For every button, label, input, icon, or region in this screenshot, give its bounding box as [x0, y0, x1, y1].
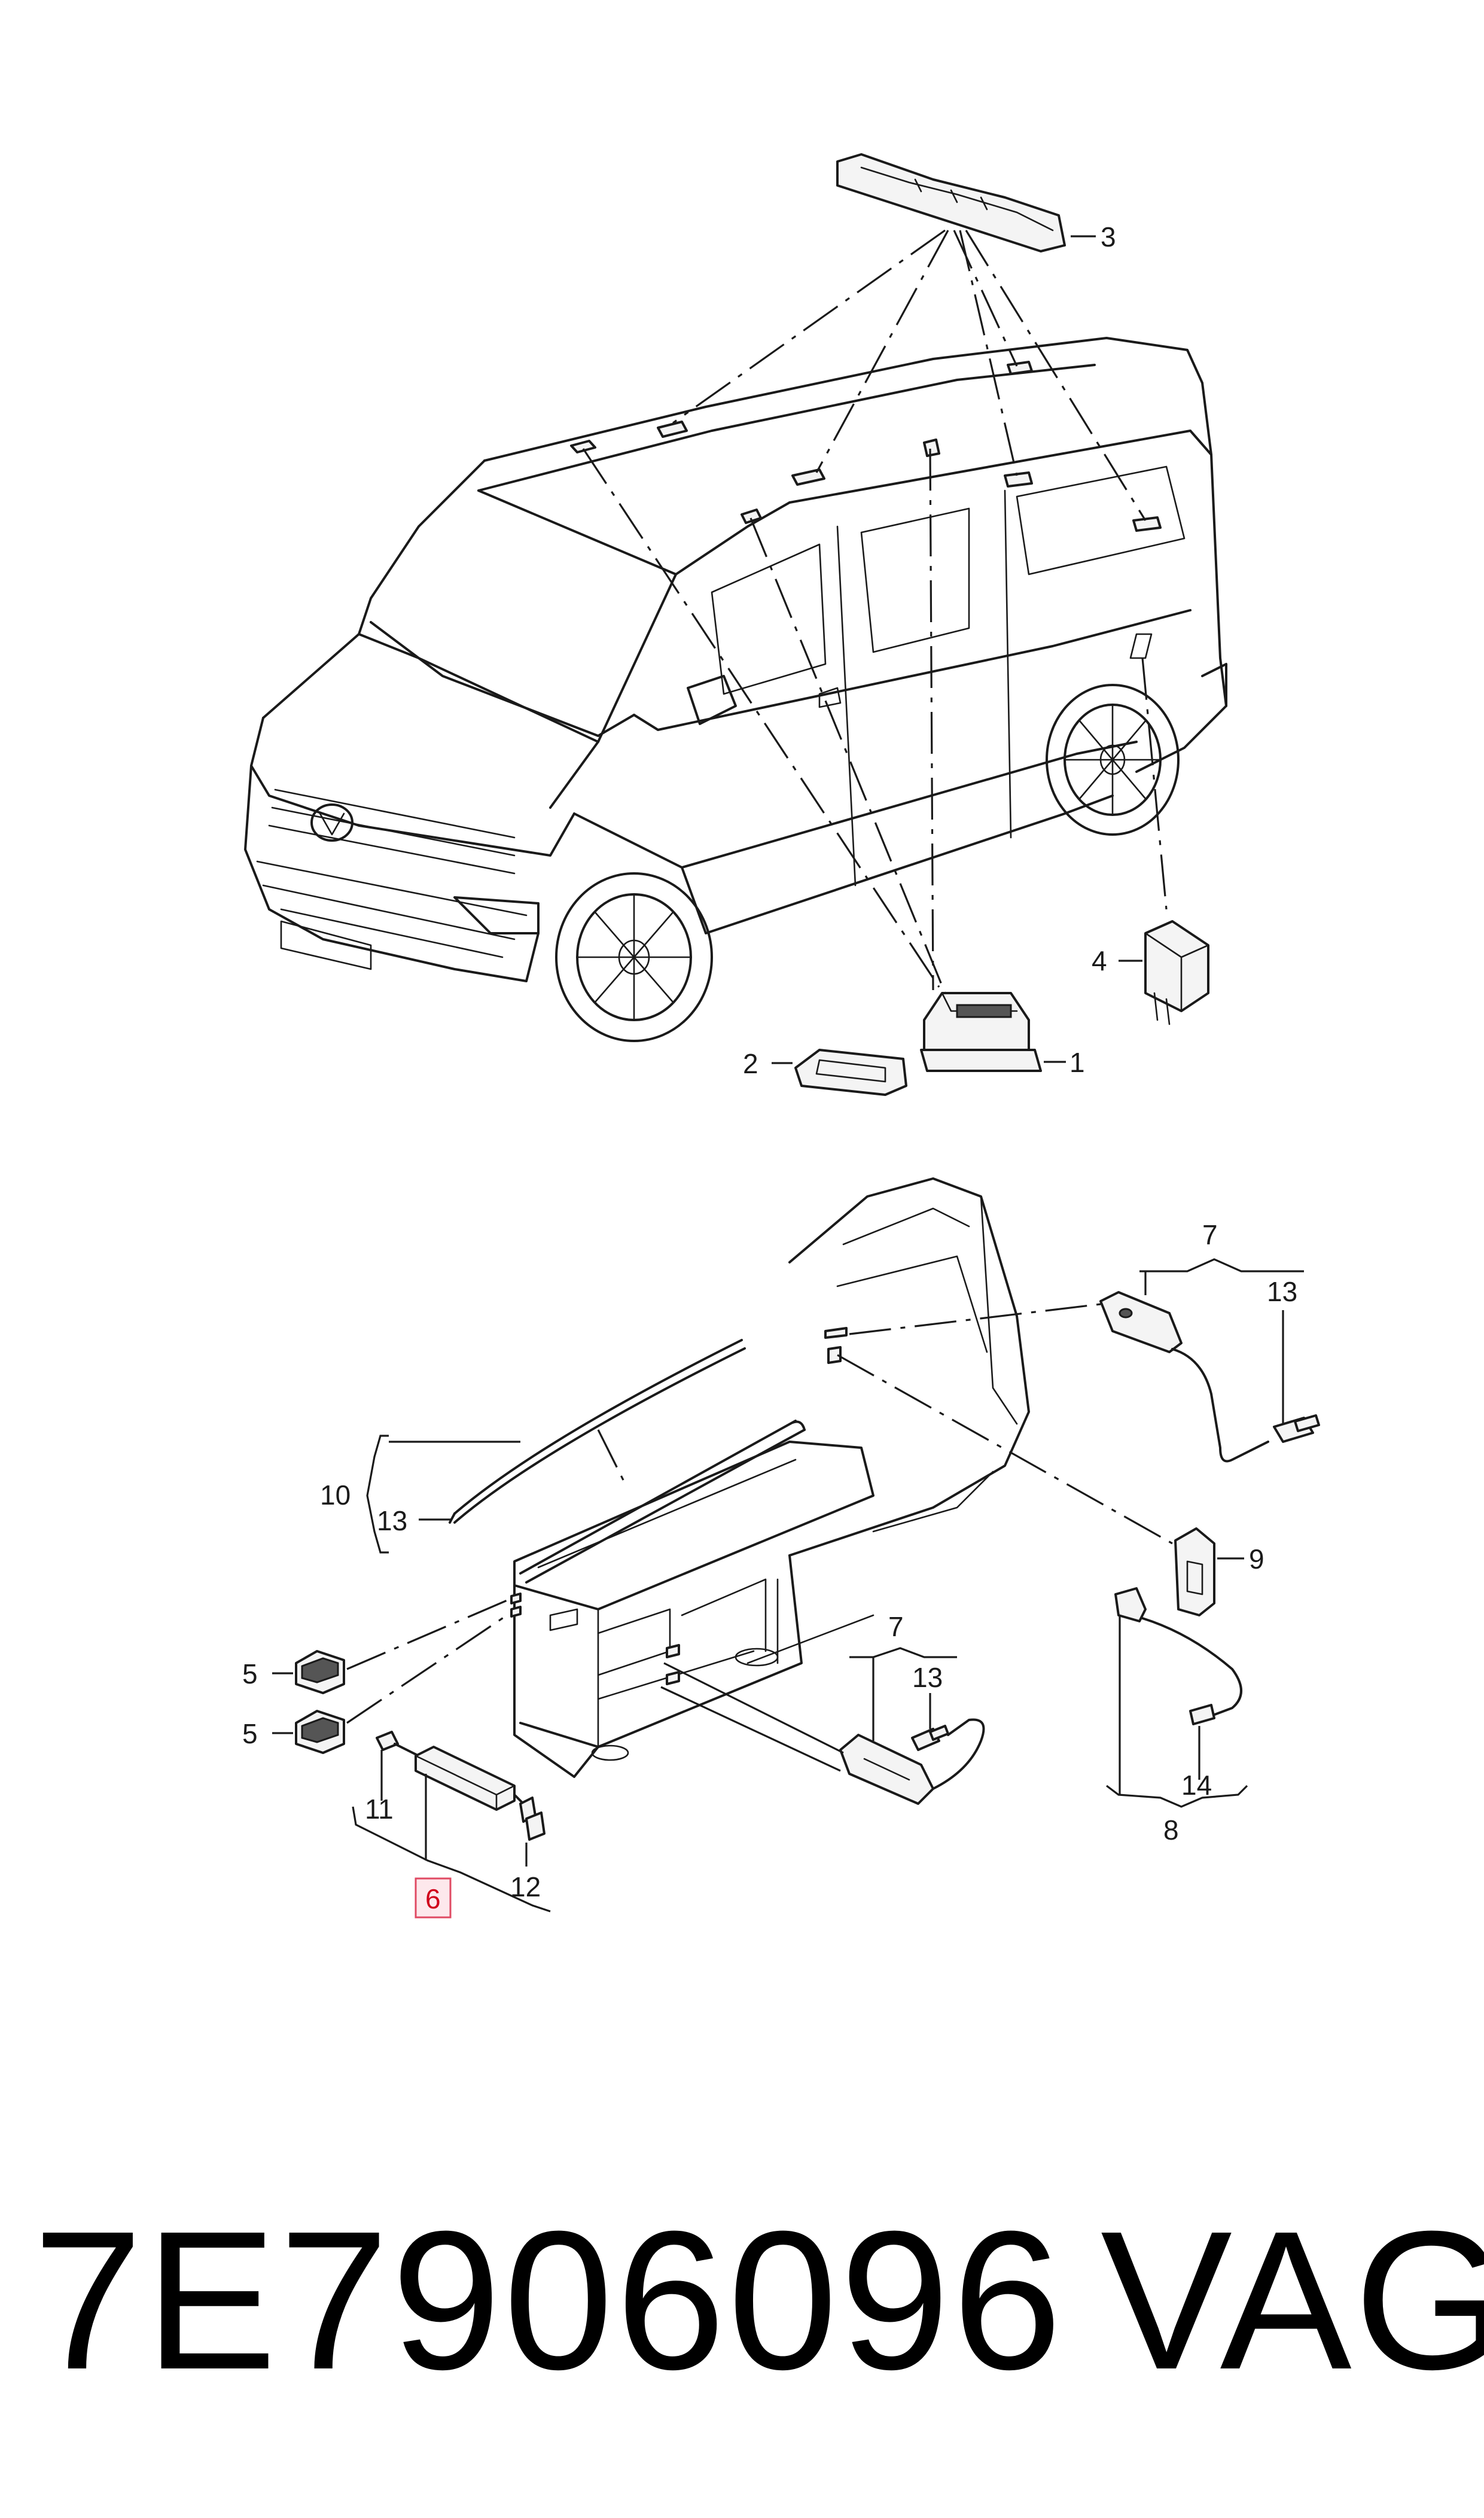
switch-upper [295, 1650, 345, 1694]
callout-4: 4 [1092, 945, 1107, 976]
callout-3: 3 [1101, 221, 1116, 252]
callout-9: 9 [1249, 1543, 1264, 1575]
switch-lower [295, 1710, 345, 1754]
bracket-7-top [1139, 1258, 1304, 1272]
callout-14: 14 [1181, 1770, 1212, 1801]
bracket-10 [366, 1435, 389, 1554]
led-module-6 [376, 1731, 546, 1841]
callout-6: 6 [425, 1883, 441, 1914]
cover-cap [1174, 1527, 1215, 1616]
callout-7-top: 7 [1202, 1219, 1218, 1250]
courtesy-light-top [1099, 1291, 1320, 1463]
callout-13-top: 13 [1267, 1276, 1297, 1307]
middle-light-leaders [660, 1662, 844, 1772]
callout-8: 8 [1163, 1814, 1179, 1846]
courtesy-light-middle [839, 1718, 985, 1805]
callout-5-lower: 5 [242, 1718, 258, 1749]
callout-13: 13 [377, 1505, 407, 1536]
brand-label: VAG [1101, 2190, 1484, 2410]
callout-5-upper: 5 [242, 1658, 258, 1689]
highlight-box-6 [415, 1877, 452, 1919]
van-illustration [244, 337, 1227, 1042]
callout-10: 10 [320, 1479, 351, 1511]
callout-2: 2 [743, 1048, 758, 1079]
reading-light [920, 992, 1042, 1072]
callout-12: 12 [510, 1871, 541, 1902]
control-unit [1144, 920, 1209, 1025]
interior-structure [510, 1177, 1030, 1778]
callout-13-middle: 13 [912, 1662, 943, 1693]
callout-11: 11 [365, 1794, 394, 1825]
small-lamp [794, 1049, 907, 1096]
light-with-cable-8 [1114, 1587, 1242, 1725]
bracket-6 [352, 1806, 551, 1913]
van-leader-lines [582, 229, 1168, 994]
callout-7-middle: 7 [888, 1611, 904, 1642]
bracket-7-middle [849, 1647, 957, 1658]
callout-1: 1 [1069, 1047, 1085, 1078]
bracket-8 [1106, 1785, 1248, 1808]
led-strip-cable [449, 1339, 746, 1524]
roof-light-strip [836, 153, 1066, 252]
part-number: 7E7906096 [33, 2190, 1065, 2410]
